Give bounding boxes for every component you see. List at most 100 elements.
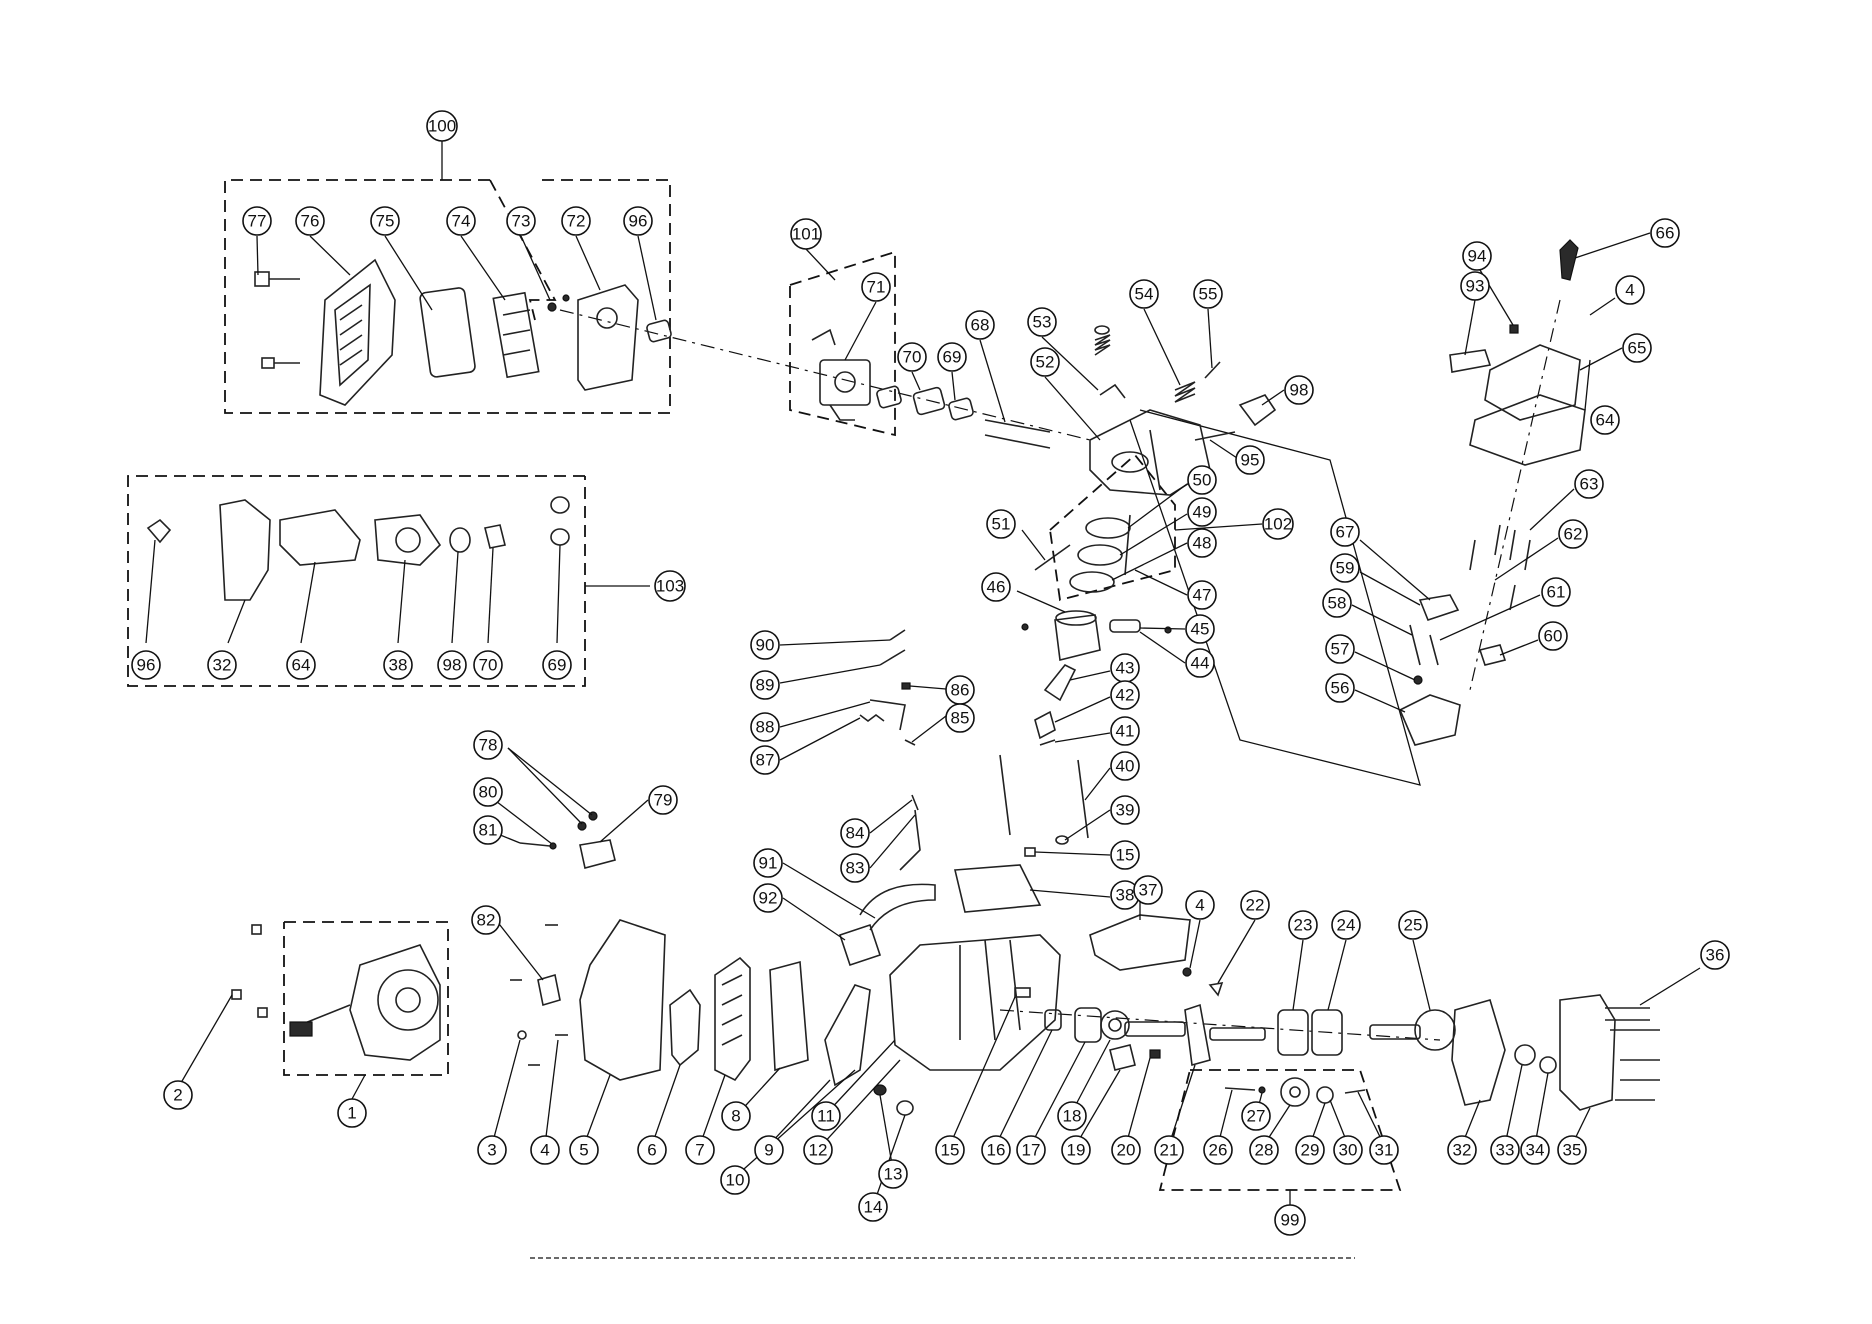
svg-text:80: 80 [479, 783, 498, 802]
ring-49 [1077, 544, 1123, 566]
svg-text:88: 88 [756, 718, 775, 737]
starter-pulley-6 [669, 988, 701, 1067]
rocker-stud-61 [1429, 634, 1439, 666]
bracket-82 [537, 973, 561, 1007]
callout-84: 84 [840, 818, 870, 848]
callout-69-set: 69 [542, 650, 572, 680]
callout-35: 35 [1557, 1135, 1587, 1165]
svg-text:38: 38 [389, 656, 408, 675]
callout-75: 75 [370, 206, 400, 236]
callout-72: 72 [561, 206, 591, 236]
svg-text:49: 49 [1193, 503, 1212, 522]
svg-text:30: 30 [1339, 1141, 1358, 1160]
callout-64: 64 [1590, 405, 1620, 435]
callout-43: 43 [1110, 653, 1140, 683]
callout-29: 29 [1295, 1135, 1325, 1165]
oil-plug-14 [896, 1100, 914, 1116]
svg-text:11: 11 [817, 1107, 835, 1126]
callout-64-set: 64 [286, 650, 316, 680]
callout-100: 100 [426, 110, 458, 142]
svg-text:74: 74 [452, 212, 471, 231]
svg-text:62: 62 [1564, 525, 1583, 544]
camshaft-25 [1369, 1009, 1456, 1051]
bolts-36 [1605, 1007, 1660, 1101]
callout-32: 32 [1447, 1135, 1477, 1165]
svg-text:31: 31 [1375, 1141, 1394, 1160]
svg-text:69: 69 [943, 348, 962, 367]
callout-50: 50 [1187, 465, 1217, 495]
svg-text:15: 15 [1116, 846, 1135, 865]
svg-text:82: 82 [477, 911, 496, 930]
svg-text:77: 77 [248, 212, 267, 231]
callout-90: 90 [750, 630, 780, 660]
callout-6: 6 [637, 1135, 667, 1165]
cylinder-head-cover-37 [1089, 914, 1191, 971]
gasket-32 [1451, 999, 1506, 1106]
nut-94 [1509, 324, 1519, 334]
callout-77: 77 [242, 206, 272, 236]
callout-4-left: 4 [530, 1135, 560, 1165]
cover-plate-9 [824, 984, 871, 1087]
svg-text:45: 45 [1191, 620, 1210, 639]
svg-text:86: 86 [951, 681, 970, 700]
air-filter-cover [319, 258, 396, 406]
gasket-set-64 [279, 509, 361, 566]
axis-rocker-cover [1469, 299, 1561, 691]
svg-text:9: 9 [764, 1141, 773, 1160]
stud-68 [984, 419, 1051, 449]
callout-98-set: 98 [437, 650, 467, 680]
callout-85: 85 [945, 703, 975, 733]
bolt-20 [1149, 1049, 1161, 1059]
svg-text:29: 29 [1301, 1141, 1320, 1160]
screw-lower [261, 357, 300, 369]
rocker-stud-58 [1409, 624, 1421, 666]
svg-text:89: 89 [756, 676, 775, 695]
svg-text:67: 67 [1336, 523, 1355, 542]
callout-96-set: 96 [131, 650, 161, 680]
svg-text:76: 76 [301, 212, 320, 231]
spring-87 [859, 714, 885, 722]
bearing-24 [1311, 1009, 1343, 1056]
svg-text:15: 15 [941, 1141, 960, 1160]
ring-50 [1085, 517, 1131, 539]
ring-48 [1069, 571, 1115, 593]
svg-text:72: 72 [567, 212, 586, 231]
svg-text:18: 18 [1063, 1107, 1082, 1126]
svg-text:14: 14 [864, 1198, 883, 1217]
bolts-63-62 [1469, 524, 1531, 611]
svg-text:85: 85 [951, 709, 970, 728]
muffler-pipe-91 [859, 883, 936, 931]
stud-95 [1194, 431, 1236, 441]
svg-text:83: 83 [846, 859, 865, 878]
svg-text:93: 93 [1466, 277, 1485, 296]
insulator-70 [912, 386, 946, 416]
governor-19 [1109, 1044, 1136, 1071]
rocker-arm-59 [1418, 594, 1460, 621]
svg-text:50: 50 [1193, 471, 1212, 490]
governor-arm-83 [899, 809, 921, 871]
nut-4 [1182, 967, 1192, 977]
gasket-set-38 [374, 514, 442, 566]
callout-81: 81 [473, 815, 503, 845]
callout-12: 12 [803, 1135, 833, 1165]
svg-text:25: 25 [1404, 916, 1423, 935]
gasket-set-69b [550, 528, 570, 546]
axis-air-filter [559, 309, 1091, 441]
callout-56: 56 [1325, 673, 1355, 703]
svg-text:17: 17 [1022, 1141, 1041, 1160]
callout-60: 60 [1538, 621, 1568, 651]
timing-gear-18 [1100, 1010, 1130, 1040]
bolt-81 [519, 842, 551, 847]
svg-text:84: 84 [846, 824, 865, 843]
svg-text:41: 41 [1116, 722, 1135, 741]
svg-text:37: 37 [1139, 881, 1158, 900]
svg-text:58: 58 [1328, 594, 1347, 613]
callout-79: 79 [648, 785, 678, 815]
svg-text:68: 68 [971, 316, 990, 335]
bearing-23 [1277, 1009, 1309, 1056]
callout-58: 58 [1322, 588, 1352, 618]
svg-text:95: 95 [1241, 451, 1260, 470]
svg-text:94: 94 [1468, 247, 1487, 266]
callout-69: 69 [937, 342, 967, 372]
plug-34 [1539, 1056, 1557, 1074]
